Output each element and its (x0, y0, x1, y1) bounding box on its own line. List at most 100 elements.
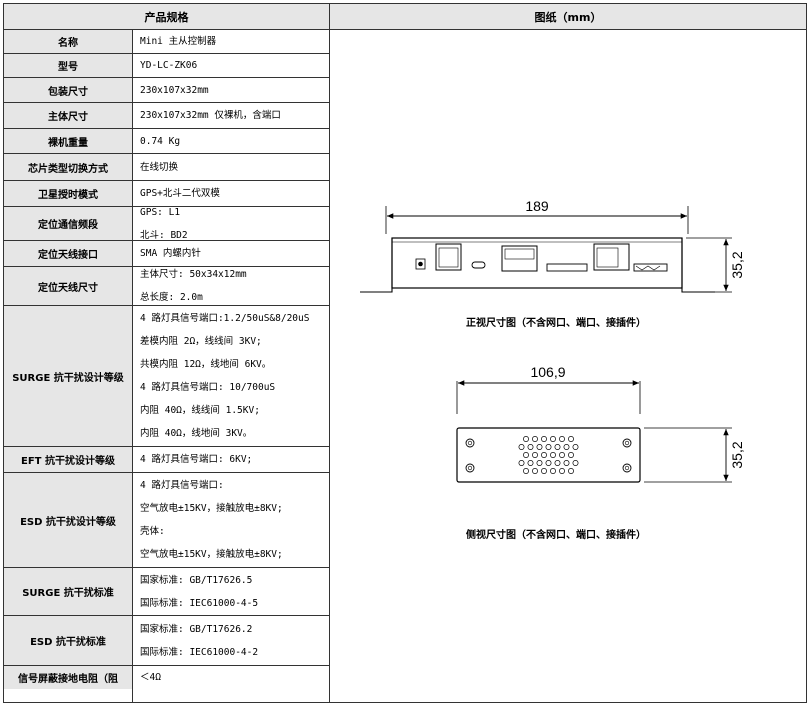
spec-value-line: 空气放电±15KV，接触放电±8KV; (140, 503, 283, 514)
vent-hole (532, 468, 538, 474)
row-divider (4, 567, 329, 568)
screw-hole (622, 438, 632, 448)
vent-hole (536, 444, 543, 450)
vent-hole (518, 444, 525, 450)
vent-hole (572, 460, 579, 466)
spec-value-line: 230x107x32mm 仅裸机，含端口 (140, 110, 281, 121)
side-view: 106,9 35,2 (456, 364, 745, 483)
front-view-caption: 正视尺寸图（不含网口、端口、接插件） (466, 318, 646, 329)
vent-hole (559, 452, 565, 458)
vent-hole (568, 468, 574, 474)
spec-label: 芯片类型切换方式 (4, 154, 132, 180)
dimension-drawing: 189 (360, 198, 745, 483)
spec-value-line: YD-LC-ZK06 (140, 60, 198, 71)
row-divider (4, 77, 329, 78)
spec-value-line: SMA 内螺内针 (140, 248, 201, 259)
spec-value-line: GPS+北斗二代双模 (140, 188, 220, 199)
label-divider (132, 30, 133, 702)
vent-hole (568, 436, 574, 442)
spec-label: 裸机重量 (4, 129, 132, 153)
spec-value-line: 4 路灯具信号端口: 10/700uS (140, 382, 276, 393)
spec-value-line: 4 路灯具信号端口: 6KV; (140, 454, 253, 465)
port-slot (546, 263, 588, 272)
front-height-dim: 35,2 (729, 251, 745, 278)
vent-hole (523, 452, 529, 458)
spec-value: 4 路灯具信号端口: 空气放电±15KV，接触放电±8KV; 壳体: 空气放电±15K… (133, 473, 329, 567)
spec-row: 型号 YD-LC-ZK06 (4, 54, 329, 77)
side-body-outline (456, 427, 641, 483)
spec-label: SURGE 抗干扰设计等级 (4, 306, 132, 446)
spec-value-line: GPS: L1 (140, 206, 181, 218)
spec-value: GPS+北斗二代双模 (133, 181, 329, 206)
spec-value-line: 国家标准: GB/T17626.5 (140, 574, 253, 586)
vent-hole (518, 460, 525, 466)
spec-value-line: 国际标准: IEC61000-4-2 (140, 646, 259, 658)
side-height-dim: 35,2 (729, 441, 745, 468)
spec-value-line: 4 路灯具信号端口: (140, 480, 224, 491)
spec-label: ESD 抗干扰标准 (4, 616, 132, 665)
spec-label: SURGE 抗干扰标准 (4, 568, 132, 615)
spec-value: 主体尺寸: 50x34x12mm 总长度: 2.0m (133, 267, 329, 305)
spec-row: 信号屏蔽接地电阻（阻＜4Ω (4, 666, 329, 689)
spec-value-line: 主体尺寸: 50x34x12mm (140, 269, 247, 280)
vent-hole (536, 460, 543, 466)
spec-row: 芯片类型切换方式在线切换 (4, 154, 329, 180)
spec-label: 名称 (4, 30, 132, 53)
side-width-dim: 106,9 (530, 364, 565, 380)
vent-hole (550, 452, 556, 458)
vent-hole (541, 452, 547, 458)
port-ethernet-2 (593, 243, 630, 271)
spec-label: 主体尺寸 (4, 103, 132, 128)
spec-label: 型号 (4, 54, 132, 77)
vent-hole (568, 452, 574, 458)
row-divider (4, 53, 329, 54)
vent-hole (532, 452, 538, 458)
left-flange (360, 238, 393, 293)
spec-label: 包装尺寸 (4, 78, 132, 102)
row-divider (4, 153, 329, 154)
spec-value-line: Mini 主从控制器 (140, 36, 217, 47)
vent-hole (545, 460, 552, 466)
row-divider (4, 266, 329, 267)
spec-value: ＜4Ω (133, 666, 329, 689)
vent-hole (554, 444, 561, 450)
spec-value: SMA 内螺内针 (133, 241, 329, 266)
side-view-caption: 侧视尺寸图（不含网口、端口、接插件） (466, 530, 646, 541)
spec-value: 230x107x32mm 仅裸机，含端口 (133, 103, 329, 128)
spec-value-line: 总长度: 2.0m (140, 292, 203, 303)
spec-value-line: 国际标准: IEC61000-4-5 (140, 597, 259, 609)
port-small (415, 258, 426, 270)
column-divider (329, 4, 330, 702)
spec-value-line: 空气放电±15KV，接触放电±8KV; (140, 549, 283, 560)
spec-value: 4 路灯具信号端口: 6KV; (133, 447, 329, 472)
row-divider (4, 102, 329, 103)
vent-hole (559, 436, 565, 442)
spec-value: 230x107x32mm (133, 78, 329, 102)
vent-hole (545, 444, 552, 450)
spec-value-line: 4 路灯具信号端口:1.2/50uS&8/20uS (140, 313, 310, 324)
right-flange (681, 238, 715, 293)
vent-hole (572, 444, 579, 450)
spec-row: 名称 Mini 主从控制器 (4, 30, 329, 53)
spec-value: Mini 主从控制器 (133, 30, 329, 53)
spec-label: 卫星授时模式 (4, 181, 132, 206)
spec-value-line: 内阻 40Ω，线地间 3KV。 (140, 428, 253, 439)
vent-hole (550, 468, 556, 474)
spec-label: ESD 抗干扰设计等级 (4, 473, 132, 567)
vent-hole (541, 468, 547, 474)
spec-value: YD-LC-ZK06 (133, 54, 329, 77)
vent-holes (518, 436, 579, 474)
spec-value-line: 壳体: (140, 526, 165, 537)
row-divider (4, 128, 329, 129)
row-divider (4, 206, 329, 207)
header-divider (4, 29, 806, 30)
front-view: 189 (360, 198, 745, 293)
